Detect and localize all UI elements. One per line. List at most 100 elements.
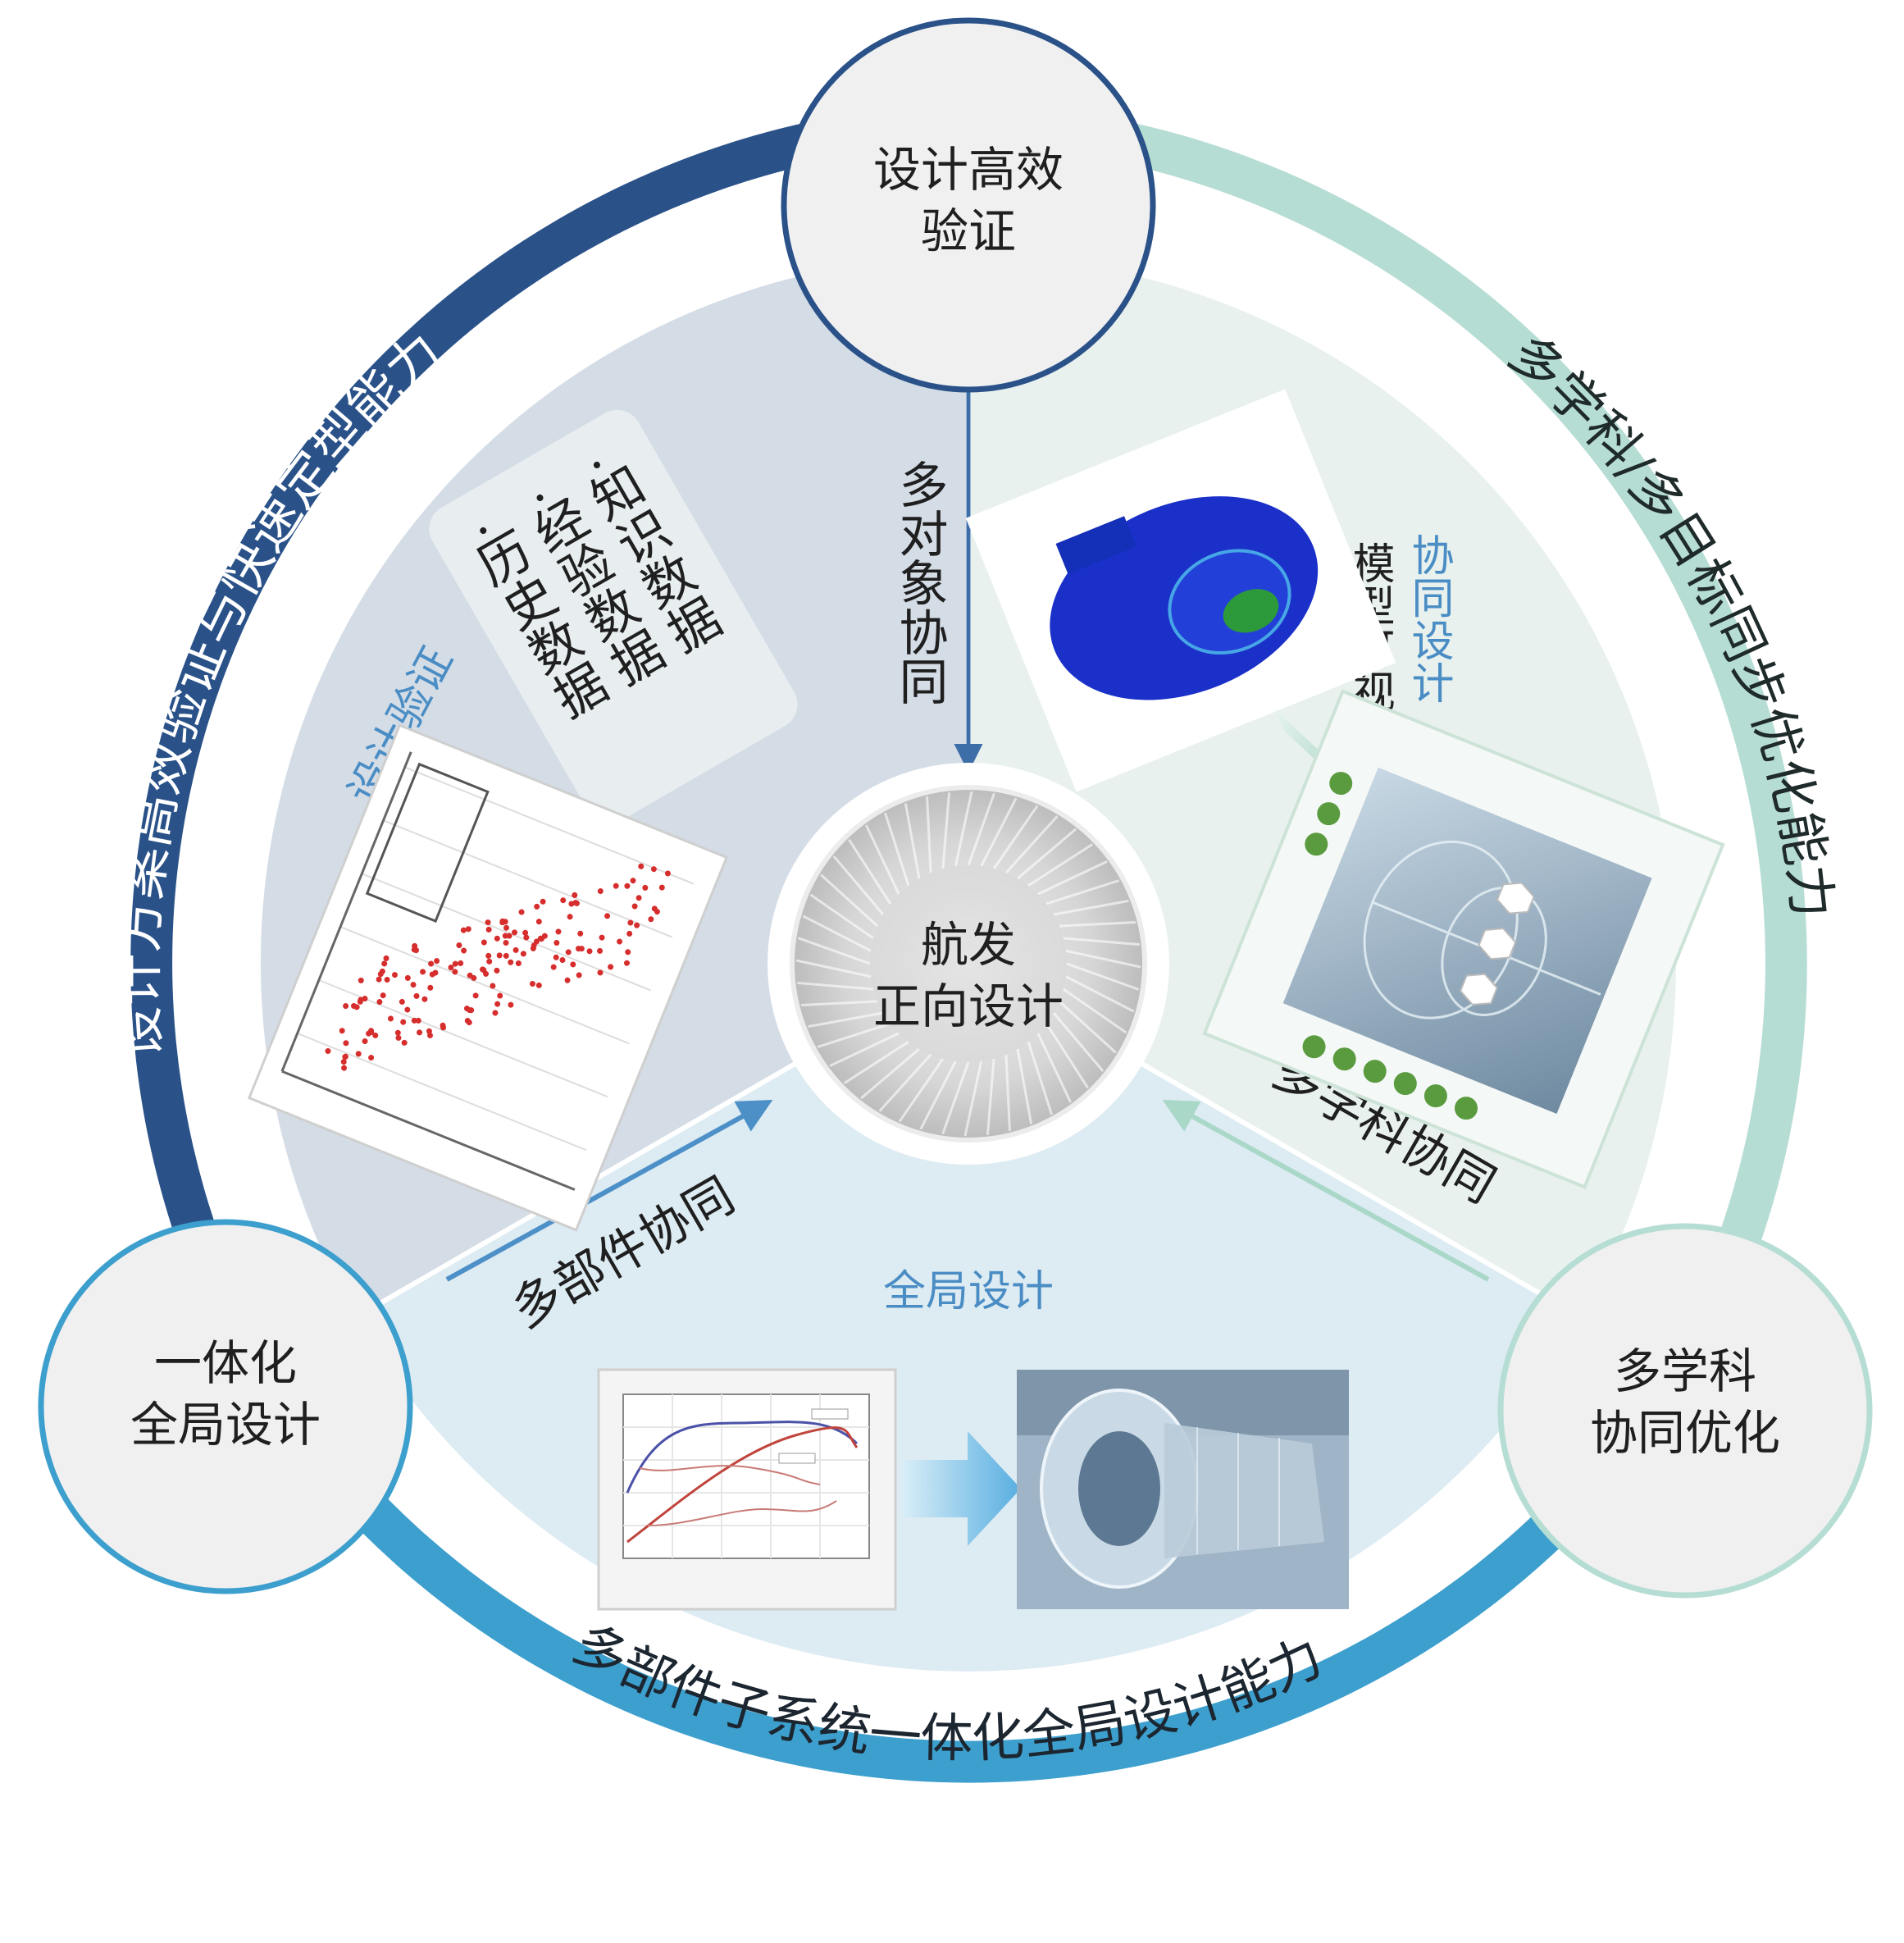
scatter-dot — [597, 969, 604, 976]
fan-blade — [797, 981, 874, 991]
scatter-dot — [577, 930, 584, 937]
scatter-dot — [428, 960, 435, 967]
scatter-dot — [508, 959, 514, 965]
scatter-dot — [508, 1001, 514, 1008]
sector-bottom-title: 全局设计 — [883, 1267, 1054, 1316]
scatter-dot — [520, 951, 526, 957]
node-top-line2: 验证 — [920, 203, 1016, 260]
scatter-dot — [400, 1019, 407, 1025]
scatter-dot — [503, 952, 509, 959]
fan-blade — [941, 792, 951, 869]
scatter-dot — [376, 999, 383, 1006]
scatter-dot — [627, 919, 634, 926]
scatter-dot — [492, 1010, 499, 1016]
scatter-dot — [404, 1006, 411, 1013]
node-left-line1: 一体化 — [153, 1335, 297, 1391]
center-line1: 航发 — [920, 917, 1016, 973]
sector-right-title: 协同设计 — [1404, 533, 1453, 704]
scatter-dot — [420, 969, 426, 975]
scatter-dot — [597, 888, 604, 895]
scatter-dot — [358, 997, 364, 1003]
scatter-dot — [553, 954, 559, 960]
scatter-plot-image — [247, 723, 729, 1232]
scatter-dot — [564, 977, 571, 983]
scatter-dot — [565, 949, 572, 956]
scatter-dot — [342, 1054, 348, 1060]
fan-blade — [802, 914, 872, 952]
fan-blade — [797, 937, 871, 965]
fan-blade — [1027, 1041, 1053, 1115]
scatter-dot — [638, 863, 645, 869]
scatter-dot — [415, 1017, 421, 1024]
scatter-dot — [496, 952, 503, 959]
scatter-dot — [512, 929, 518, 936]
scatter-dot — [586, 948, 593, 955]
arc-segment-left — [130, 103, 969, 1353]
scatter-dot — [512, 946, 519, 953]
scatter-dot — [664, 870, 671, 877]
scatter-dot — [522, 929, 529, 936]
scatter-dot — [599, 934, 605, 941]
scatter-dot — [624, 960, 631, 966]
scatter-dot — [576, 946, 582, 952]
scatter-dot — [343, 1003, 349, 1010]
data-sources-card: ·历史数据 ·经验数据 ·知识数据 — [429, 409, 798, 823]
fan-blade — [898, 1058, 945, 1123]
scatter-dot — [460, 927, 467, 933]
scatter-dot — [399, 998, 405, 1005]
engine-model-image — [1017, 1370, 1349, 1609]
scatter-dot — [503, 939, 509, 946]
fan-blade — [963, 1060, 983, 1137]
fan-blade — [1063, 937, 1140, 946]
scatter-dot — [411, 1017, 417, 1024]
scatter-dot — [648, 916, 654, 923]
fan-blade — [848, 838, 892, 905]
scatter-dot — [350, 1002, 357, 1009]
scatter-dot — [465, 926, 471, 933]
scatter-dot — [466, 1019, 472, 1026]
node-right-line2: 协同优化 — [1589, 1405, 1780, 1462]
scatter-dot — [617, 938, 623, 945]
scatter-dot — [535, 982, 542, 988]
node-top-label: 设计高效 验证 — [845, 139, 1091, 263]
scatter-dot — [376, 976, 382, 983]
scatter-dot — [479, 966, 485, 973]
fan-blade — [843, 1040, 909, 1084]
scatter-dot — [381, 960, 388, 967]
scatter-dot — [485, 952, 492, 959]
fan-simulation-image — [965, 389, 1396, 792]
scatter-dot — [530, 945, 536, 951]
scatter-dot — [456, 942, 462, 948]
center-line2: 正向设计 — [872, 978, 1064, 1035]
scatter-dot — [413, 992, 420, 999]
scatter-dot — [570, 961, 576, 968]
scatter-dot — [540, 898, 546, 905]
scatter-dot — [642, 884, 649, 891]
scatter-dot — [494, 1001, 501, 1007]
scatter-dot — [467, 972, 473, 978]
scatter-dot — [355, 1051, 362, 1057]
scatter-dot — [572, 892, 578, 898]
scatter-dot — [434, 958, 440, 965]
scatter-dot — [440, 1022, 446, 1029]
fan-blade — [829, 1032, 900, 1067]
scatter-dot — [560, 897, 567, 904]
big-right-arrow — [902, 1431, 1021, 1546]
scatter-dot — [634, 922, 640, 928]
scatter-dot — [635, 895, 642, 901]
fan-blade — [801, 1000, 878, 1006]
arrow-left — [445, 1099, 773, 1282]
scatter-dot — [626, 930, 633, 937]
fan-blade — [1053, 899, 1129, 916]
fan-blade — [865, 824, 900, 895]
fan-blade — [1004, 815, 1059, 874]
fan-blade — [1063, 987, 1127, 1034]
scatter-dot — [383, 955, 389, 961]
scatter-dot — [410, 982, 417, 988]
scatter-dot — [340, 1059, 347, 1065]
fan-blade — [967, 792, 995, 866]
scatter-dot — [412, 942, 418, 949]
fan-blade — [980, 797, 1018, 867]
scatter-dot — [368, 1028, 375, 1034]
